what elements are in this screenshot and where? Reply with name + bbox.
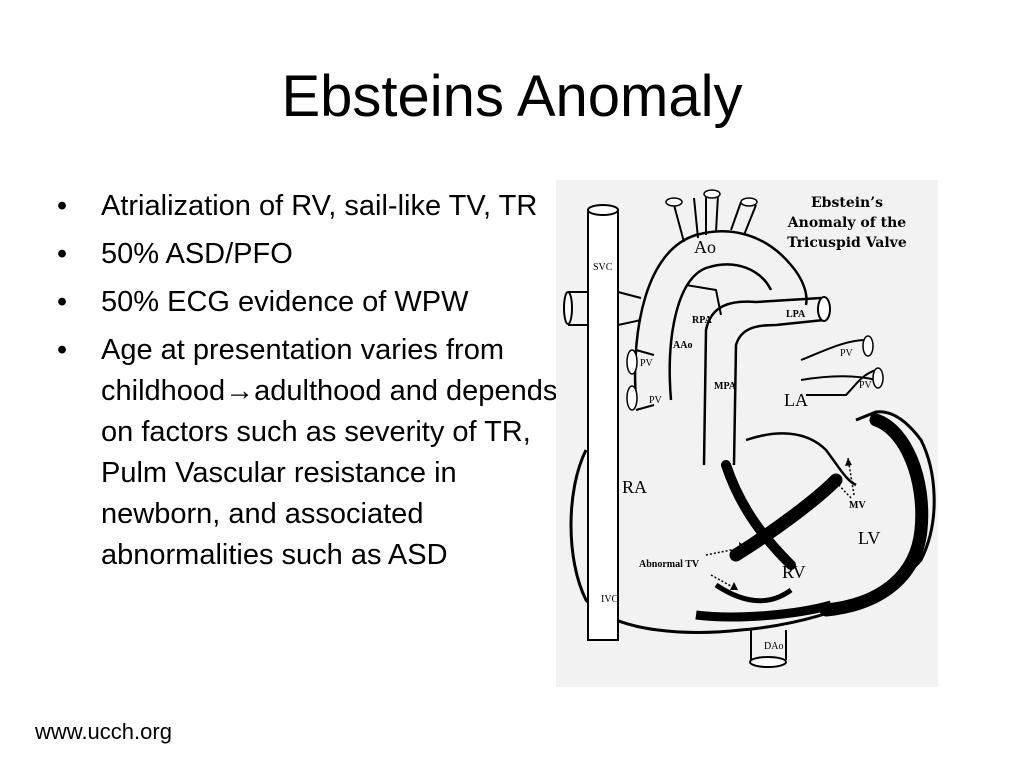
bullet-text: 50% ECG evidence of WPW <box>101 286 469 318</box>
descending-aorta <box>750 630 787 660</box>
abnormal-tv-leaflet <box>714 582 793 604</box>
label-pv1: PV <box>640 358 654 369</box>
heart-outline <box>569 410 936 634</box>
branch-opening <box>703 189 721 199</box>
slide-title: Ebsteins Anomaly <box>281 64 743 129</box>
left-atrium <box>745 432 857 487</box>
bullet-item: • Age at presentation varies from childh… <box>55 330 560 576</box>
bullet-text-part1: Age at presentation varies from childhoo… <box>101 334 504 407</box>
pv-opening <box>862 335 874 357</box>
pv-opening <box>872 367 884 389</box>
branch-opening <box>665 197 683 207</box>
heart-diagram-svg: Ebstein’s Anomaly of the Tricuspid Valve… <box>556 180 938 687</box>
arrowhead <box>730 582 738 590</box>
figure-title-line1: Ebstein’s <box>811 195 883 211</box>
heart-diagram: Ebstein’s Anomaly of the Tricuspid Valve… <box>556 180 938 687</box>
rpa-opening <box>563 291 573 325</box>
pv-opening <box>626 349 638 375</box>
bullet-dot-icon: • <box>57 190 68 222</box>
aortic-branches <box>673 194 757 243</box>
label-pv3: PV <box>840 348 854 359</box>
label-ra: RA <box>622 477 647 497</box>
bullet-text: Atrialization of RV, sail-like TV, TR <box>101 190 538 222</box>
label-mpa: MPA <box>714 381 737 392</box>
label-la: LA <box>784 390 808 410</box>
lpa-opening <box>817 296 831 322</box>
figure-title-line3: Tricuspid Valve <box>787 235 907 251</box>
dao-opening <box>749 656 787 668</box>
right-arrow-icon: → <box>225 375 255 407</box>
label-pv2: PV <box>649 395 663 406</box>
label-ao: Ao <box>694 237 716 257</box>
label-aao: AAo <box>673 340 692 351</box>
bullet-dot-icon: • <box>57 238 68 270</box>
label-ivc: IVC <box>601 594 619 605</box>
label-rpa: RPA <box>692 315 713 326</box>
bullet-text: 50% ASD/PFO <box>101 238 293 270</box>
septum <box>721 460 796 570</box>
label-lpa: LPA <box>786 309 806 320</box>
arrowhead <box>834 458 852 487</box>
bullet-text-part2: adulthood and depends on factors such as… <box>101 375 558 571</box>
label-abnormal-tv: Abnormal TV <box>639 559 700 570</box>
bullet-item: • Atrialization of RV, sail-like TV, TR <box>55 186 560 227</box>
figure-title-line2: Anomaly of the <box>787 215 906 231</box>
bullet-dot-icon: • <box>57 334 68 366</box>
arrowhead <box>739 542 746 552</box>
label-lv: LV <box>858 528 880 548</box>
pv-opening <box>626 385 638 411</box>
branch-opening <box>740 197 758 207</box>
label-rv: RV <box>782 562 806 582</box>
svc-ivc-vessel <box>587 209 619 641</box>
rpa-branch <box>685 284 722 316</box>
bullet-item: • 50% ECG evidence of WPW <box>55 282 560 323</box>
pulmonary-trunk <box>702 296 825 466</box>
label-svc: SVC <box>593 262 613 273</box>
svc-opening <box>587 204 619 216</box>
rpa-stub <box>568 291 588 326</box>
lv-wall <box>729 413 929 617</box>
footer-url: www.ucch.org <box>35 719 172 744</box>
tv-arrow-1 <box>705 546 747 556</box>
bullet-item: • 50% ASD/PFO <box>55 234 560 275</box>
label-mv: MV <box>849 500 866 511</box>
pulmonary-veins-right <box>800 339 877 396</box>
label-dao: DAo <box>764 641 783 652</box>
rpa-connector <box>617 291 642 326</box>
rv-wall <box>695 600 833 622</box>
bullet-list: • Atrialization of RV, sail-like TV, TR … <box>55 186 560 583</box>
bullet-dot-icon: • <box>57 286 68 318</box>
pulmonary-veins-left <box>635 349 655 411</box>
label-pv4: PV <box>859 380 873 391</box>
